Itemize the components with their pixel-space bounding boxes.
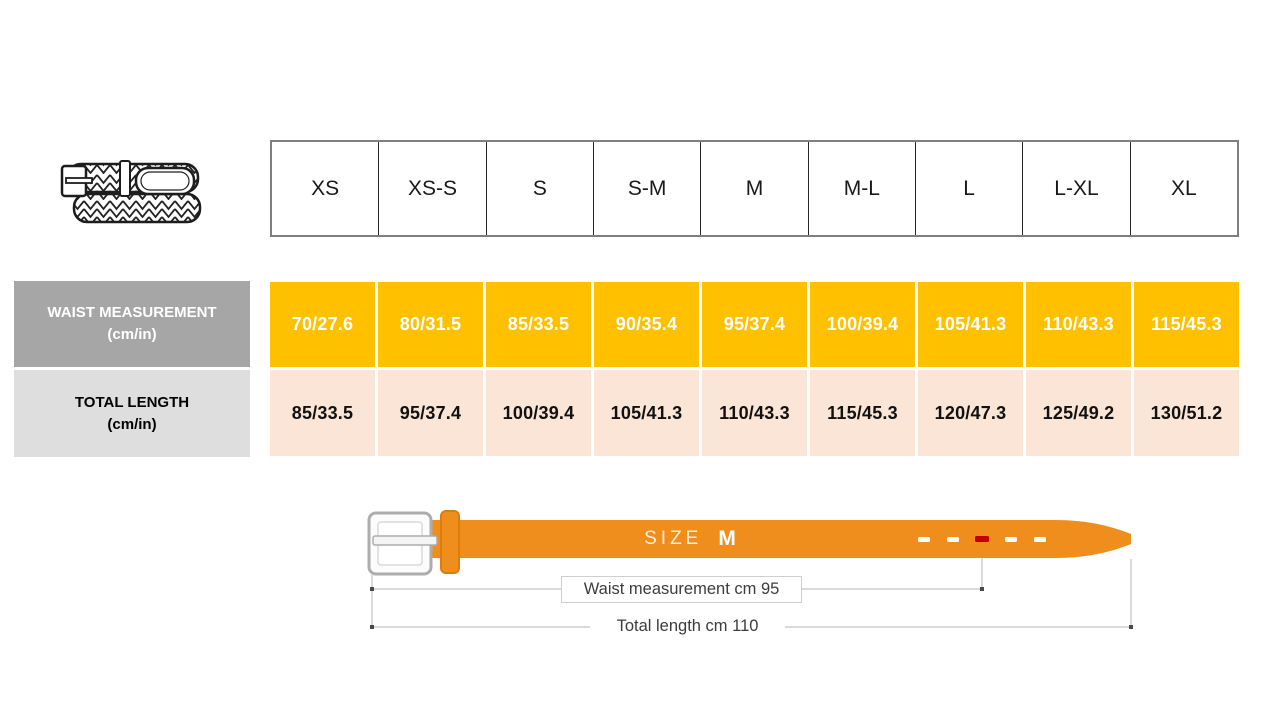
size-header-xl: XL (1129, 142, 1237, 235)
waist-value: 70/27.6 (270, 282, 375, 367)
belt-size-text: SIZE M (620, 524, 760, 554)
waist-value: 95/37.4 (702, 282, 807, 367)
total-value: 100/39.4 (486, 370, 591, 456)
total-length-row: 85/33.5 95/37.4 100/39.4 105/41.3 110/43… (270, 370, 1239, 456)
total-value: 95/37.4 (378, 370, 483, 456)
waist-value: 115/45.3 (1134, 282, 1239, 367)
size-header-xs: XS (311, 176, 340, 200)
size-header-l-xl: L-XL (1022, 142, 1129, 235)
size-header-l: L (914, 142, 1022, 235)
total-value: 110/43.3 (702, 370, 807, 456)
belt-measurement-diagram: SIZE M Waist measurement cm 95 Total len… (350, 498, 1150, 648)
size-header-s-m: S-M (592, 142, 700, 235)
size-header-m-l: M-L (807, 142, 915, 235)
waist-value: 90/35.4 (594, 282, 699, 367)
waist-value: 100/39.4 (810, 282, 915, 367)
total-value: 105/41.3 (594, 370, 699, 456)
waist-value: 80/31.5 (378, 282, 483, 367)
waist-measurement-callout: Waist measurement cm 95 (561, 576, 802, 603)
total-label-text: TOTAL LENGTH (74, 393, 190, 411)
waist-value: 110/43.3 (1026, 282, 1131, 367)
waist-label-unit: (cm/in) (107, 326, 157, 343)
size-header-xs-s: XS-S (378, 142, 485, 235)
total-label-unit: (cm/in) (107, 415, 157, 433)
total-value: 120/47.3 (918, 370, 1023, 456)
braided-belt-icon (58, 148, 208, 243)
total-length-row-label: TOTAL LENGTH (cm/in) (14, 370, 250, 457)
size-value: M (718, 527, 736, 550)
size-header-row: XS XS-S S S-M M M-L L L-XL XL (270, 140, 1239, 237)
total-value: 130/51.2 (1134, 370, 1239, 456)
waist-measurement-row-label: WAIST MEASUREMENT (cm/in) (14, 281, 250, 367)
total-length-callout: Total length cm 110 (590, 615, 785, 638)
total-value: 115/45.3 (810, 370, 915, 456)
size-label: SIZE (644, 528, 703, 549)
total-value: 85/33.5 (270, 370, 375, 456)
waist-value: 105/41.3 (918, 282, 1023, 367)
size-header-s: S (485, 142, 593, 235)
size-header-m: M (700, 142, 807, 235)
waist-measurement-row: 70/27.6 80/31.5 85/33.5 90/35.4 95/37.4 … (270, 282, 1239, 367)
total-value: 125/49.2 (1026, 370, 1131, 456)
waist-value: 85/33.5 (486, 282, 591, 367)
waist-label-text: WAIST MEASUREMENT (47, 304, 217, 322)
